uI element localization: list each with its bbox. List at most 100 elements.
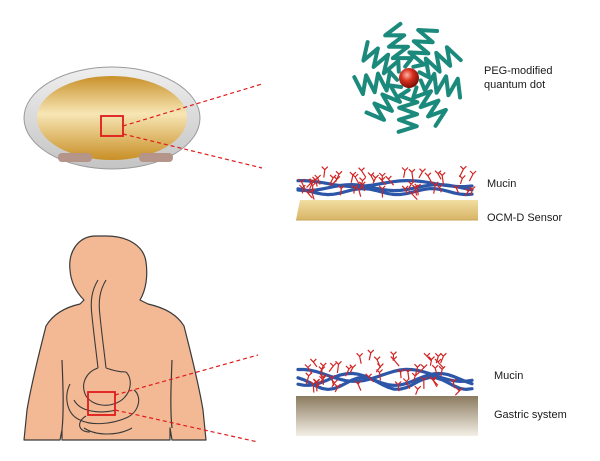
- mucin-glycan: [298, 184, 306, 194]
- peg-chain: [396, 88, 420, 134]
- mucin-glycan: [318, 366, 326, 378]
- mucin-glycan: [423, 352, 432, 361]
- mucin-glycan: [401, 185, 409, 194]
- mucin-layer-gastric: [296, 349, 474, 396]
- mucin-glycan: [458, 165, 467, 178]
- gastric-tissue-layer: [296, 396, 478, 436]
- mucin-glycan: [331, 379, 339, 388]
- mucin-glycan: [321, 166, 329, 178]
- mucin-glycan: [414, 363, 421, 376]
- mucin-glycan: [436, 184, 443, 193]
- peg-chain: [417, 45, 463, 80]
- mucin-glycan: [316, 375, 326, 387]
- mucin-glycan: [349, 364, 357, 373]
- mucin-glycan: [431, 364, 439, 374]
- mucin-glycan: [402, 378, 411, 390]
- mucin-glycan: [309, 358, 318, 368]
- peg-chain: [352, 69, 400, 96]
- mucin-glycan: [351, 173, 360, 185]
- mucin-glycan: [378, 172, 386, 183]
- mucin-glycan: [420, 376, 428, 389]
- peg-dot-label-line1: PEG-modified: [484, 65, 552, 77]
- mucin-glycan: [337, 185, 345, 196]
- zoom-lines-sensor: [122, 83, 263, 169]
- mucin-glycan: [356, 352, 364, 364]
- mucin-glycan: [390, 356, 400, 367]
- mucin-glycan: [358, 181, 366, 192]
- mucin-glycan: [454, 387, 463, 396]
- mucin-glycan: [438, 365, 446, 376]
- mucin-glycan: [335, 360, 342, 374]
- mucin-backbone: [296, 371, 474, 388]
- mucin-glycan: [439, 352, 447, 364]
- mucin-glycan: [394, 381, 402, 392]
- mucin-glycan: [431, 181, 439, 194]
- ocm-d-sensor-layer: [296, 200, 478, 220]
- qcm-sensor-disk: [23, 66, 201, 170]
- quantum-dot-core: [399, 68, 419, 88]
- mucin-glycan: [330, 175, 341, 187]
- mucin-glycan: [328, 362, 337, 372]
- mucin-glycan: [378, 185, 386, 198]
- mucin-glycan: [373, 356, 382, 369]
- mucin-glycan: [407, 180, 415, 191]
- mucin-glycan: [358, 167, 367, 178]
- mucin-glycan: [468, 170, 477, 182]
- mucin-glycan: [438, 171, 446, 185]
- esophagus: [90, 279, 107, 369]
- mucin-glycan: [449, 378, 457, 389]
- mucin-glycan: [401, 167, 409, 178]
- shoulder-line-left: [61, 359, 64, 431]
- mucin-glycan: [367, 349, 375, 361]
- human-torso: [23, 235, 207, 441]
- mucin-glycan: [428, 356, 435, 366]
- mucin-backbone: [296, 178, 474, 189]
- mucin-glycan: [312, 176, 319, 187]
- mucin-glycan: [418, 168, 426, 179]
- mucin-layer-sensor: [296, 165, 477, 201]
- mucin-glycan: [305, 372, 313, 385]
- mucin-label-bottom: Mucin: [494, 370, 523, 382]
- mucin-glycan: [452, 184, 460, 194]
- mucin-backbone: [296, 367, 474, 384]
- zoom-box-stomach: [87, 391, 116, 416]
- mucin-backbone: [296, 186, 474, 197]
- mucin-glycan: [429, 376, 438, 388]
- sensor-mucin-panel: [296, 165, 478, 221]
- torso-silhouette: [23, 235, 207, 441]
- mucin-glycan: [384, 175, 395, 186]
- peg-quantum-dot: [352, 21, 463, 134]
- intestines: [66, 383, 140, 435]
- mucin-glycan: [468, 186, 476, 196]
- gastric-label: Gastric system: [494, 409, 567, 421]
- mucin-glycan: [372, 174, 380, 184]
- mucin-glycan: [408, 190, 418, 201]
- mucin-glycan: [308, 188, 316, 200]
- mucin-glycan: [411, 184, 419, 196]
- mucin-glycan: [411, 372, 419, 382]
- mucin-glycan: [424, 172, 433, 184]
- mucin-glycan: [298, 178, 306, 191]
- stomach: [83, 367, 131, 406]
- sensor-label: OCM-D Sensor: [487, 212, 563, 224]
- mucin-glycan: [408, 168, 416, 181]
- mucin-label-top: Mucin: [487, 178, 516, 190]
- mucin-glycan: [397, 368, 404, 379]
- electrode-tab-right: [139, 153, 173, 162]
- mucin-glycan: [334, 383, 342, 393]
- mucin-glycan: [355, 186, 363, 197]
- mucin-glycan: [313, 378, 320, 389]
- mucin-glycan: [414, 385, 422, 395]
- peg-chain: [361, 40, 401, 76]
- electrode-tab-left: [58, 153, 92, 162]
- zoom-lines-stomach: [114, 354, 259, 443]
- peg-chain: [407, 28, 440, 69]
- mucin-glycan: [390, 351, 397, 361]
- peg-chain: [411, 85, 448, 128]
- peg-chain: [383, 21, 414, 69]
- peg-dot-label-line2: quantum dot: [484, 79, 545, 91]
- mucin-glycan: [376, 369, 383, 381]
- mucin-glycan: [367, 172, 375, 183]
- gastric-mucin-panel: [296, 349, 478, 436]
